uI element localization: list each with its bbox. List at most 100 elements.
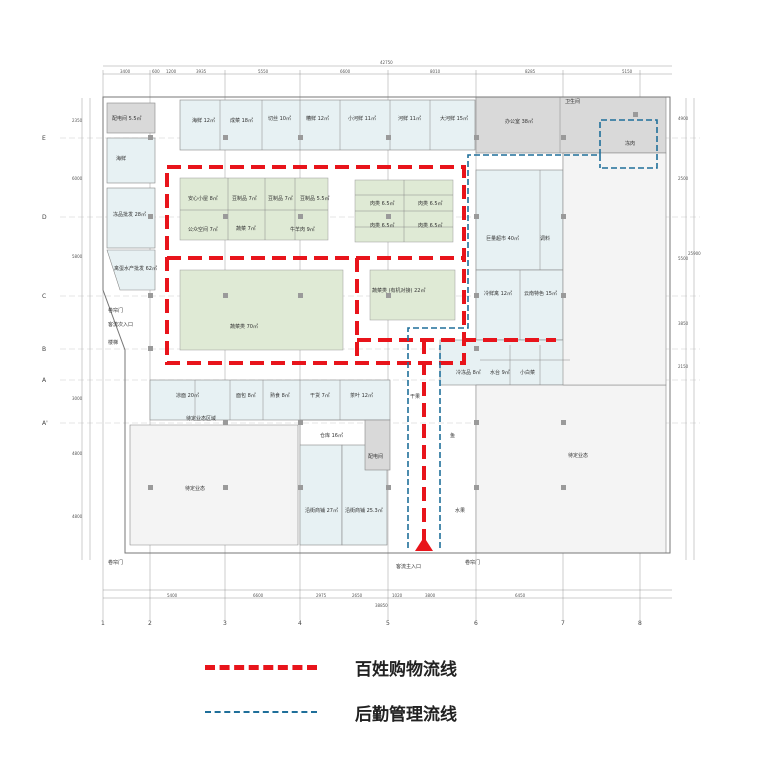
room-label: 水果 [455,507,465,514]
svg-text:A': A' [42,420,48,427]
svg-text:4800: 4800 [72,451,83,456]
room-label: 水台 9㎡ [490,369,510,376]
room-label: 待定业态区域 [186,415,216,422]
svg-text:2350: 2350 [72,118,83,123]
room-label: 蔬菜类 70㎡ [230,323,258,330]
svg-text:4800: 4800 [72,514,83,519]
room-label: 肉类 6.5㎡ [370,222,395,229]
door-label: 卷帘门 [108,307,123,314]
door-label: 卷帘门 [465,559,480,566]
main-entrance-label: 客流主入口 [396,563,421,570]
stair-label: 楼梯 [108,339,118,346]
svg-text:D: D [42,214,47,221]
svg-text:6: 6 [474,620,478,627]
svg-text:5150: 5150 [622,69,633,74]
svg-text:C: C [42,293,46,300]
legend-label-shopping: 百姓购物流线 [355,659,457,680]
room-label: 冷鲜禽 12㎡ [484,290,512,297]
svg-text:3000: 3000 [72,396,83,401]
room-label: 配电间 5.5㎡ [112,115,142,122]
svg-text:3800: 3800 [425,593,436,598]
room-label: 安心小屋 8㎡ [188,195,218,202]
svg-text:1020: 1020 [392,593,403,598]
room-label: 豆制品 5.5㎡ [300,195,330,202]
room-label: 牛羊肉 9㎡ [290,226,315,233]
room-label: 云南特色 15㎡ [524,290,557,297]
legend-shopping-flow: 百姓购物流线 [205,655,457,680]
svg-text:4900: 4900 [678,116,689,121]
zones [102,96,671,554]
room-label: 茶叶 12㎡ [350,392,373,399]
room-label: 小白菜 [520,369,535,376]
svg-text:5800: 5800 [72,254,83,259]
room-label: 小河鲜 11㎡ [348,115,376,122]
svg-text:1: 1 [101,620,105,627]
svg-text:6000: 6000 [72,176,83,181]
svg-text:8: 8 [638,620,642,627]
room-label: 豆制品 7㎡ [232,195,257,202]
room-label: 凉面 20㎡ [176,392,199,399]
dimension-text: 42750 3400 600 1200 3935 5550 6600 8010 … [72,60,701,608]
grid-labels: E D C B A A' 1 2 3 4 5 6 7 8 [42,135,642,627]
legend-red-dash [205,664,317,670]
svg-text:5500: 5500 [678,256,689,261]
svg-text:1200: 1200 [166,69,177,74]
room-label: 干货 7㎡ [310,392,330,399]
room-label: 仓库 16㎡ [320,432,343,439]
svg-text:25900: 25900 [688,251,701,256]
room-label: 熟食 8㎡ [270,392,290,399]
shopping-flow-path [165,165,556,545]
entrance-labels: 卷帘门 客流次入口 卷帘门 客流主入口 卷帘门 楼梯 [108,307,480,570]
svg-text:E: E [42,135,46,142]
svg-text:600: 600 [152,69,160,74]
legend-logistics-flow: 后勤管理流线 [205,700,457,725]
svg-text:2500: 2500 [678,176,689,181]
svg-text:3935: 3935 [196,69,207,74]
room-label: 糟鲜 12㎡ [306,115,329,122]
room-label: 待定业态 [568,452,588,459]
room-label: 配电间 [368,453,383,460]
room-label: 卫生间 [565,98,580,105]
svg-text:B: B [42,346,46,353]
room-labels: 配电间 5.5㎡ 海鲜 12㎡ 成菜 18㎡ 切丝 10㎡ 糟鲜 12㎡ 小河鲜… [112,98,635,514]
legend-blue-dash [205,711,317,713]
room-label: 成菜 18㎡ [230,117,253,124]
room-label: 冻肉 [625,140,635,147]
svg-text:A: A [42,377,47,384]
room-label: 肉类 6.5㎡ [418,222,443,229]
logistics-flow-path [407,119,658,548]
svg-text:4: 4 [298,620,302,627]
room-label: 大河鲜 15㎡ [440,115,468,122]
room-label: 调料 [540,235,550,242]
svg-text:3850: 3850 [678,321,689,326]
room-label: 冷冻品 8㎡ [456,369,481,376]
svg-text:5: 5 [386,620,390,627]
room-label: 面包 8㎡ [236,392,256,399]
door-label: 卷帘门 [108,559,123,566]
svg-text:6600: 6600 [340,69,351,74]
room-label: 切丝 10㎡ [268,115,291,122]
room-label: 河鲜 11㎡ [398,115,421,122]
svg-text:3: 3 [223,620,227,627]
room-label: 干果 [410,394,420,400]
room-label: 沿街商铺 27㎡ [305,507,338,514]
room-label: 公众空间 7㎡ [188,226,218,233]
room-label: 沿街商铺 25.3㎡ [345,507,383,514]
structural-columns [148,112,638,490]
room-label: 禽蛋水产批发 62㎡ [114,265,157,272]
svg-text:6450: 6450 [515,593,526,598]
room-label: 肉类 6.5㎡ [418,200,443,207]
dimension-lines [81,65,695,599]
svg-text:5400: 5400 [167,593,178,598]
svg-text:2150: 2150 [678,364,689,369]
main-entrance-arrow [415,537,433,551]
svg-text:5550: 5550 [258,69,269,74]
entrance-label: 客流次入口 [108,321,133,328]
svg-text:38850: 38850 [375,603,388,608]
svg-text:2650: 2650 [352,593,363,598]
svg-text:2: 2 [148,620,152,627]
room-label: 鱼 [450,432,455,439]
svg-text:7: 7 [561,620,565,627]
room-label: 肉类 6.5㎡ [370,200,395,207]
